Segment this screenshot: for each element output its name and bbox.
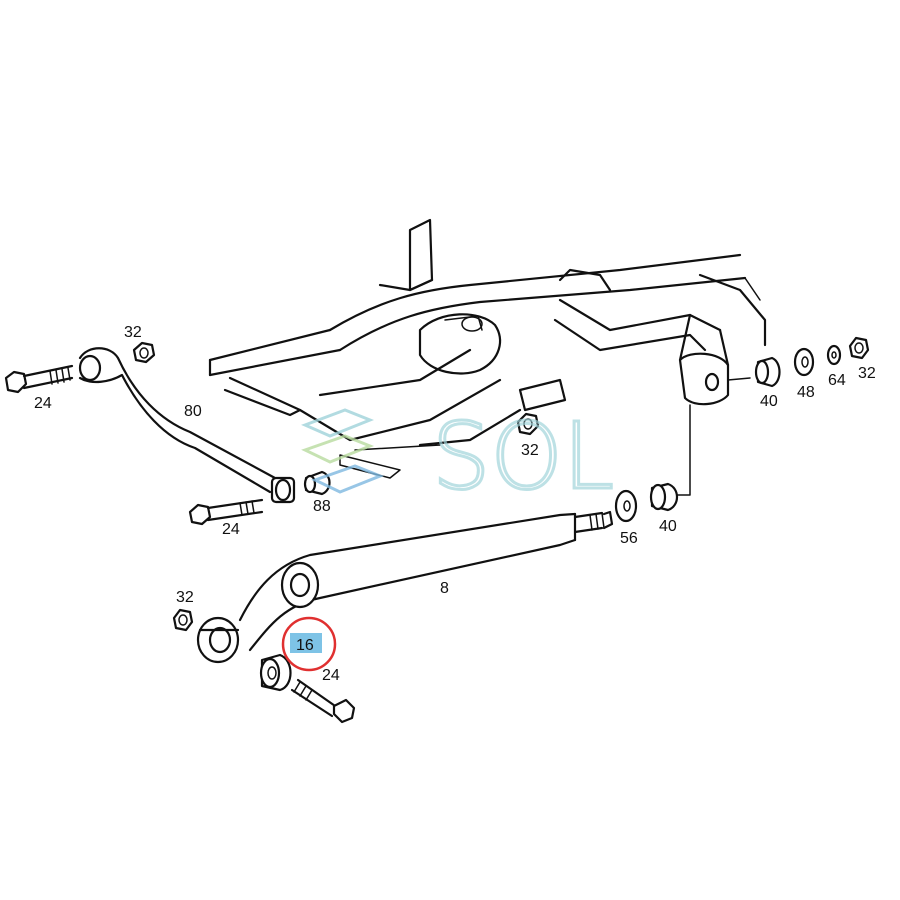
highlight-label-background xyxy=(290,633,322,653)
watermark-logo-icon xyxy=(301,408,385,494)
bushing-16 xyxy=(259,653,292,692)
bolt-24-mid xyxy=(188,498,264,526)
label-washer-64: 64 xyxy=(828,372,846,389)
nut-32-center xyxy=(516,412,540,436)
link-arm-80 xyxy=(78,347,296,504)
washer-56 xyxy=(614,489,638,523)
label-bolt-24-top: 24 xyxy=(34,395,52,412)
label-bushing-16: 16 xyxy=(296,637,314,654)
label-nut-32-right: 32 xyxy=(858,365,876,382)
label-nut-32-center: 32 xyxy=(521,442,539,459)
control-arm-8 xyxy=(196,510,614,664)
watermark-text: SOL xyxy=(432,403,614,510)
nut-32-lower xyxy=(172,608,194,632)
part-labels: 24 32 80 32 24 88 40 48 64 32 56 40 8 32… xyxy=(34,324,876,684)
label-link-arm-80: 80 xyxy=(184,403,202,420)
label-bushing-88: 88 xyxy=(313,498,331,515)
subframe xyxy=(208,218,767,496)
label-washer-48: 48 xyxy=(797,384,815,401)
nut-32-right xyxy=(848,336,870,360)
washer-64 xyxy=(826,344,842,366)
label-bushing-40-mid: 40 xyxy=(659,518,677,535)
label-nut-32-lower: 32 xyxy=(176,589,194,606)
label-bolt-24-mid: 24 xyxy=(222,521,240,538)
bolt-24-lower xyxy=(290,678,356,724)
bushing-40-mid xyxy=(649,482,679,512)
bushing-88 xyxy=(303,470,331,496)
nut-32-top xyxy=(132,341,156,364)
bolt-24-top xyxy=(4,364,74,394)
highlight-ring xyxy=(281,616,337,672)
label-bolt-24-lower: 24 xyxy=(322,667,340,684)
highlight-marker: 16 xyxy=(281,616,337,672)
label-control-arm-8: 8 xyxy=(440,580,449,597)
label-washer-56: 56 xyxy=(620,530,638,547)
label-nut-32-top: 32 xyxy=(124,324,142,341)
sol-watermark: SOL xyxy=(301,402,616,512)
bushing-40-top xyxy=(754,356,781,388)
washer-48 xyxy=(793,347,815,377)
label-bushing-40-top: 40 xyxy=(760,393,778,410)
